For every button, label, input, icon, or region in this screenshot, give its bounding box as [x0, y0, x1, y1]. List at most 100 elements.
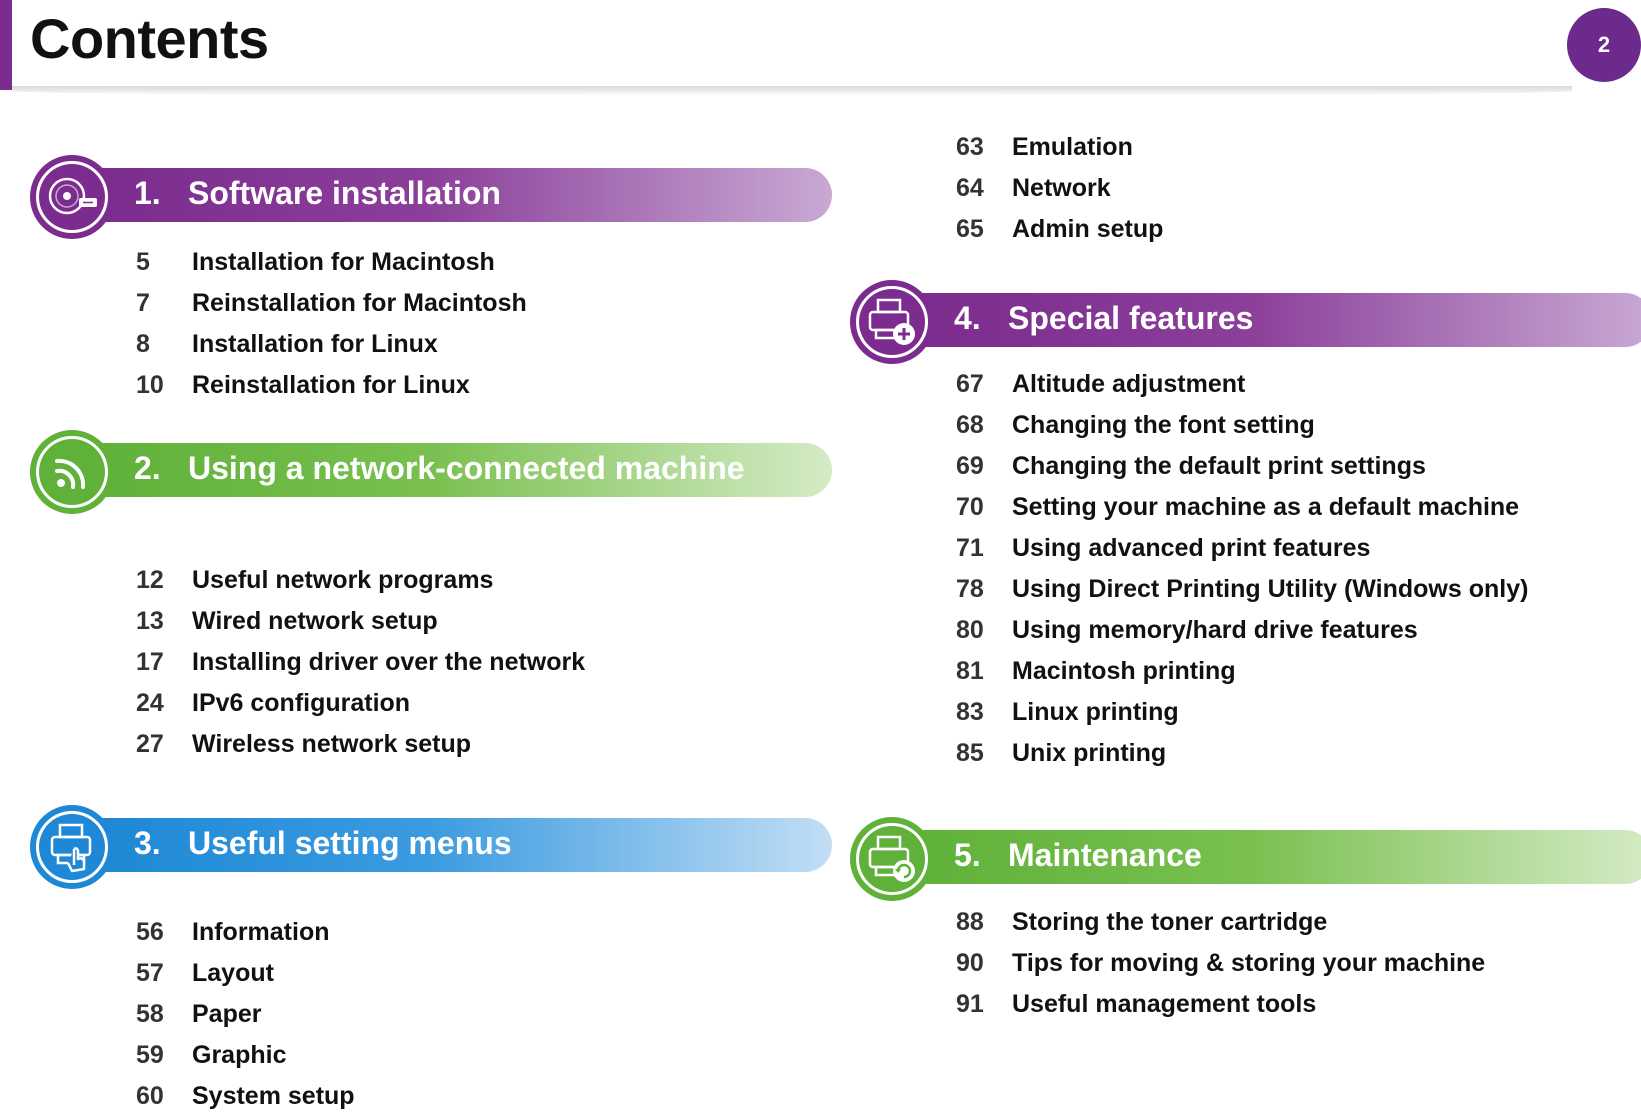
toc-item[interactable]: 88 Storing the toner cartridge [956, 902, 1485, 943]
toc-page-number: 59 [136, 1041, 164, 1069]
page-number-badge: 2 [1567, 8, 1641, 82]
toc-entry-text[interactable]: Setting your machine as a default machin… [1012, 493, 1520, 521]
toc-item[interactable]: 17 Installing driver over the network [136, 642, 585, 683]
toc-item[interactable]: 80 Using memory/hard drive features [956, 610, 1528, 651]
toc-entry-text[interactable]: Graphic [192, 1041, 287, 1069]
toc-entry-text[interactable]: Installation for Macintosh [192, 248, 495, 276]
toc-entry-text[interactable]: Reinstallation for Linux [192, 371, 470, 399]
toc-page-number: 80 [956, 616, 984, 644]
toc-page-number: 12 [136, 566, 164, 594]
toc-item[interactable]: 12 Useful network programs [136, 560, 585, 601]
toc-entry-text[interactable]: Macintosh printing [1012, 657, 1236, 685]
toc-entry-text[interactable]: Changing the font setting [1012, 411, 1315, 439]
toc-item[interactable]: 70 Setting your machine as a default mach… [956, 487, 1528, 528]
chapter-1-icon-frame [30, 155, 114, 239]
toc-page-number: 7 [136, 289, 150, 317]
toc-item[interactable]: 58 Paper [136, 994, 355, 1035]
toc-entry-text[interactable]: Paper [192, 1000, 262, 1028]
toc-page-number: 24 [136, 689, 164, 717]
toc-entry-text[interactable]: Using memory/hard drive features [1012, 616, 1418, 644]
chapter-3-icon-frame [30, 805, 114, 889]
toc-item[interactable]: 83 Linux printing [956, 692, 1528, 733]
toc-page-number: 83 [956, 698, 984, 726]
toc-page-number: 17 [136, 648, 164, 676]
chapter-4-title[interactable]: Special features [1008, 300, 1254, 336]
toc-page-number: 88 [956, 908, 984, 936]
toc-item[interactable]: 13 Wired network setup [136, 601, 585, 642]
toc-entry-text[interactable]: Changing the default print settings [1012, 452, 1426, 480]
chapter-3-title[interactable]: Useful setting menus [188, 825, 512, 861]
toc-entry-text[interactable]: Wireless network setup [192, 730, 472, 758]
toc-item[interactable]: 64 Network [956, 168, 1163, 209]
toc-entry-text[interactable]: Emulation [1012, 133, 1133, 161]
toc-entry-text[interactable]: Network [1012, 174, 1111, 202]
cd-usb-icon [48, 177, 97, 215]
toc-entry-text[interactable]: Installation for Linux [192, 330, 438, 358]
toc-item[interactable]: 7 Reinstallation for Macintosh [136, 283, 527, 324]
toc-entry-text[interactable]: Wired network setup [192, 607, 438, 635]
toc-entry-text[interactable]: Using advanced print features [1012, 534, 1371, 562]
toc-entry-text[interactable]: Reinstallation for Macintosh [192, 289, 527, 317]
toc-entry-text[interactable]: Admin setup [1012, 215, 1164, 243]
toc-item[interactable]: 59 Graphic [136, 1035, 355, 1076]
printer-hand-icon [50, 823, 92, 873]
chapter-4-icon-frame [850, 280, 934, 364]
toc-item[interactable]: 8 Installation for Linux [136, 324, 527, 365]
toc-entry-text[interactable]: Useful management tools [1012, 990, 1317, 1018]
toc-page-number: 85 [956, 739, 984, 767]
chapter-3-banner [98, 818, 832, 872]
toc-page-number: 13 [136, 607, 164, 635]
toc-page-number: 68 [956, 411, 984, 439]
chapter-5-title[interactable]: Maintenance [1008, 837, 1202, 873]
toc-entry-text[interactable]: Tips for moving & storing your machine [1012, 949, 1486, 977]
toc-entry-text[interactable]: Layout [192, 959, 274, 987]
toc-item[interactable]: 63 Emulation [956, 127, 1163, 168]
toc-item[interactable]: 57 Layout [136, 953, 355, 994]
toc-entry-text[interactable]: Useful network programs [192, 566, 494, 594]
toc-entry-text[interactable]: Storing the toner cartridge [1012, 908, 1328, 936]
header-divider [12, 86, 1572, 96]
chapter-2: 2. Using a network-connected machine 12 U… [30, 430, 832, 790]
toc-item[interactable]: 68 Changing the font setting [956, 405, 1528, 446]
toc-item[interactable]: 85 Unix printing [956, 733, 1528, 774]
toc-entry-text[interactable]: System setup [192, 1082, 355, 1110]
printer-plus-icon [868, 298, 915, 345]
toc-entry-text[interactable]: Using Direct Printing Utility (Windows o… [1012, 575, 1529, 603]
toc-entry-text[interactable]: Altitude adjustment [1012, 370, 1246, 398]
toc-page-number: 63 [956, 133, 984, 161]
toc-entry-text[interactable]: Linux printing [1012, 698, 1179, 726]
toc-page-number: 58 [136, 1000, 164, 1028]
chapter-2-title[interactable]: Using a network-connected machine [188, 450, 745, 486]
chapter-2-number: 2. [134, 450, 161, 486]
toc-page-number: 57 [136, 959, 164, 987]
toc-page-number: 64 [956, 174, 984, 202]
chapter-4-number: 4. [954, 300, 981, 336]
chapter-1-title[interactable]: Software installation [188, 175, 501, 211]
toc-page-number: 70 [956, 493, 984, 521]
toc-entry-text[interactable]: Unix printing [1012, 739, 1167, 767]
toc-entry-text[interactable]: Installing driver over the network [192, 648, 586, 676]
toc-item[interactable]: 24 IPv6 configuration [136, 683, 585, 724]
toc-item[interactable]: 81 Macintosh printing [956, 651, 1528, 692]
toc-page-number: 8 [136, 330, 150, 358]
toc-entry-text[interactable]: IPv6 configuration [192, 689, 411, 717]
toc-entry-text[interactable]: Information [192, 918, 330, 946]
toc-page-number: 81 [956, 657, 984, 685]
